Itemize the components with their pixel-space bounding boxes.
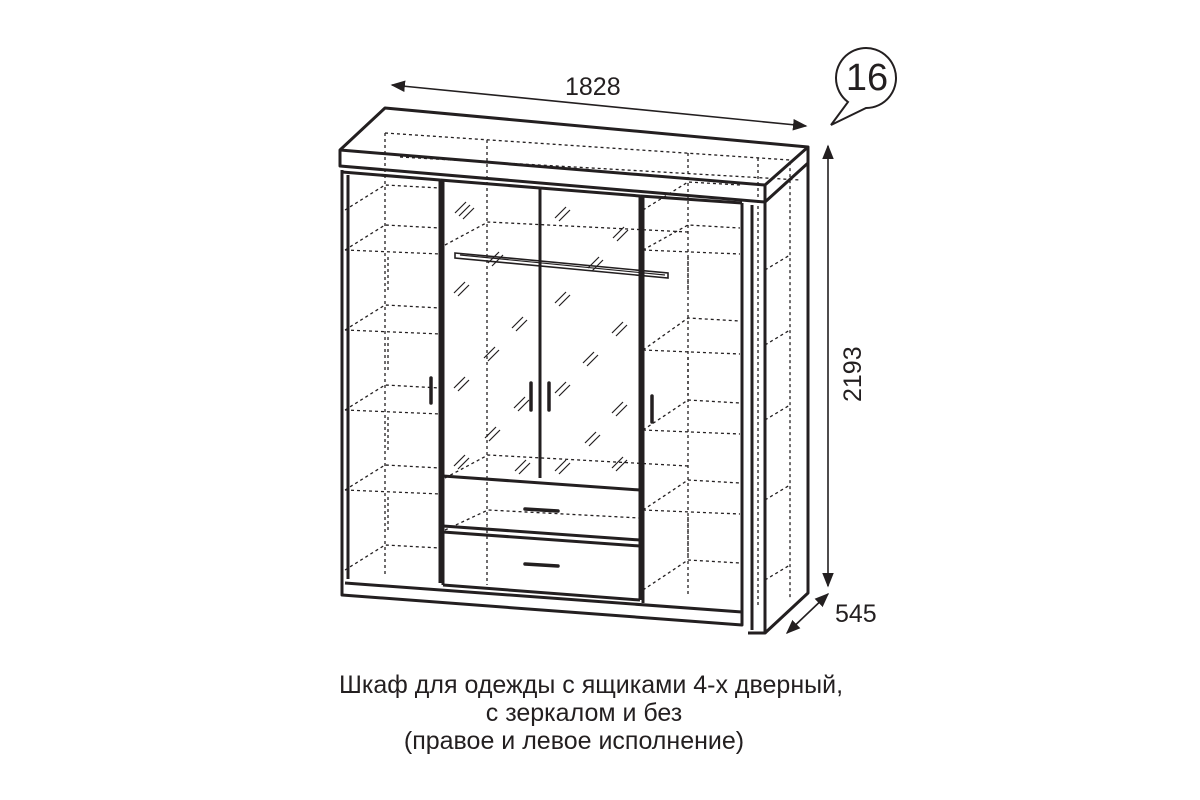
top-panel [338, 106, 810, 204]
drawer-upper-handle [523, 507, 560, 513]
interior-hidden-lines [344, 132, 801, 605]
width-arrow [390, 80, 808, 131]
right-shelves [642, 181, 791, 591]
depth-label: 545 [835, 600, 877, 628]
mirror-hatching-2 [514, 206, 629, 475]
drawer-upper [442, 474, 641, 542]
caption-line-3: (правое и левое исполнение) [404, 727, 744, 755]
mirror-hatching-1 [453, 201, 530, 470]
bottom-plinth [340, 578, 744, 627]
hanging-rail [454, 252, 669, 279]
drawer-lower [442, 530, 641, 602]
door-left [340, 170, 442, 583]
caption-line-1: Шкаф для одежды с ящиками 4-х дверный, [339, 671, 843, 699]
drawer-lower-handle [523, 562, 560, 568]
door-mirror-1 [439, 178, 542, 585]
item-number-badge: 16 [830, 47, 897, 126]
caption: Шкаф для одежды с ящиками 4-х дверный, с… [339, 671, 843, 755]
height-dimension: 2193 [822, 144, 867, 588]
width-dimension: 1828 [390, 73, 808, 131]
caption-line-2: с зеркалом и без [486, 699, 683, 727]
right-side-panel [740, 163, 810, 635]
door-mirror-2 [514, 186, 642, 600]
badge-number: 16 [846, 57, 888, 99]
width-label: 1828 [565, 73, 621, 101]
left-shelves [344, 184, 441, 571]
depth-arrow [785, 593, 830, 634]
badge-circle [830, 47, 897, 126]
door-right [639, 194, 743, 603]
height-label: 2193 [839, 346, 867, 402]
depth-dimension: 545 [785, 593, 877, 634]
